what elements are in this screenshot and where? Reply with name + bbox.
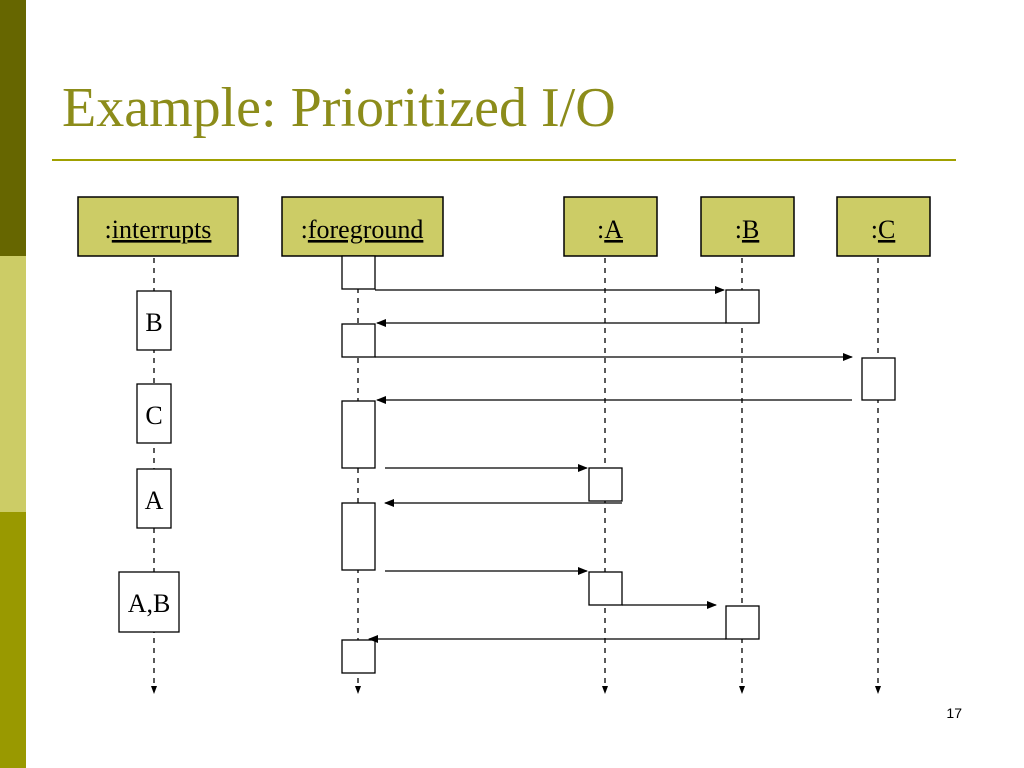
svg-text::B: :B: [735, 215, 760, 244]
object-foreground: :foreground: [281, 196, 444, 257]
object-prefix: :: [301, 215, 308, 244]
interrupt-box-frame: [136, 290, 172, 351]
object-box-a: [563, 196, 658, 257]
object-name-c: C: [878, 215, 895, 244]
object-name-b: B: [742, 215, 759, 244]
activations: [341, 255, 896, 674]
object-b: :B: [700, 196, 795, 257]
activation-b: [725, 289, 760, 324]
interrupt-box-frame: [118, 571, 180, 633]
activation-b: [725, 605, 760, 640]
interrupt-box: A: [136, 468, 172, 529]
object-box-b: [700, 196, 795, 257]
object-name-a: A: [604, 215, 623, 244]
svg-text::C: :C: [871, 215, 896, 244]
interrupt-box: C: [136, 383, 172, 444]
object-a: :A: [563, 196, 658, 257]
interrupt-label: C: [145, 401, 162, 430]
activation-foreground: [341, 502, 376, 571]
object-interrupts: :interrupts: [77, 196, 239, 257]
interrupt-box-frame: [136, 383, 172, 444]
side-bar-mid: [0, 512, 26, 768]
object-name-foreground: foreground: [308, 215, 424, 244]
side-bar-dark: [0, 0, 26, 256]
object-box-foreground: [281, 196, 444, 257]
svg-text::foreground: :foreground: [301, 215, 424, 244]
object-prefix: :: [735, 215, 742, 244]
object-box-c: [836, 196, 931, 257]
interrupt-label: A,B: [128, 589, 171, 618]
title-rule: [52, 159, 956, 161]
interrupt-label: B: [145, 308, 162, 337]
object-prefix: :: [597, 215, 604, 244]
object-c: :C: [836, 196, 931, 257]
svg-text::interrupts: :interrupts: [105, 215, 212, 244]
messages: [368, 286, 853, 643]
activation-a: [588, 571, 623, 606]
page-number: 17: [946, 705, 962, 721]
interrupt-box: B: [136, 290, 172, 351]
object-prefix: :: [105, 215, 112, 244]
interrupt-box-frame: [136, 468, 172, 529]
activation-foreground: [341, 323, 376, 358]
activation-foreground: [341, 639, 376, 674]
object-name-interrupts: interrupts: [112, 215, 212, 244]
activation-c: [861, 357, 896, 401]
interrupt-box: A,B: [118, 571, 180, 633]
slide-title: Example: Prioritized I/O: [62, 77, 616, 139]
interrupt-label: A: [145, 486, 164, 515]
object-prefix: :: [871, 215, 878, 244]
activation-foreground: [341, 400, 376, 469]
object-box-interrupts: [77, 196, 239, 257]
activation-foreground: [341, 255, 376, 290]
activation-a: [588, 467, 623, 502]
side-bar-light: [0, 256, 26, 512]
svg-text::A: :A: [597, 215, 623, 244]
